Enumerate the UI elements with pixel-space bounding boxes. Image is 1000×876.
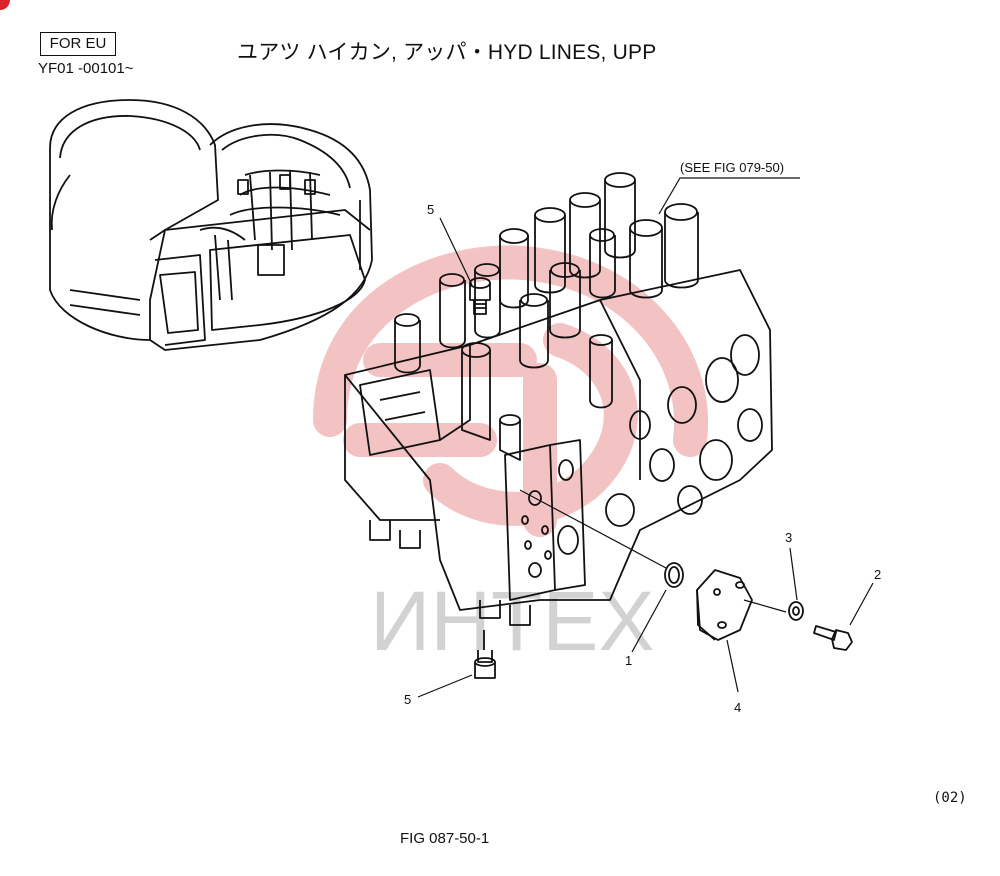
callout-3: 3 [785,530,792,545]
reference-note: (SEE FIG 079-50) [680,160,784,175]
watermark-text: ИНТЕХ [370,574,654,668]
leader-lines [417,177,874,698]
washer-part [788,601,804,621]
page-title: ユアツ ハイカン, アッパ・HYD LINES, UPP [237,41,657,64]
machine-overview-illustration [49,99,373,351]
watermark-logo [313,245,709,537]
callout-5-upper: 5 [427,202,434,217]
o-ring-part [664,562,684,588]
bolt-part [813,625,853,651]
corner-mark [0,0,10,10]
control-valve-illustration [344,172,773,679]
edition-box: FOR EU [40,32,116,56]
page-code: (02) [933,790,967,806]
callout-5-lower: 5 [404,692,411,707]
callout-2: 2 [874,567,881,582]
serial-range: YF01 -00101~ [38,60,134,77]
flange-part [696,569,753,641]
callout-1: 1 [625,653,632,668]
callout-4: 4 [734,700,741,715]
figure-number: FIG 087-50-1 [400,830,490,847]
